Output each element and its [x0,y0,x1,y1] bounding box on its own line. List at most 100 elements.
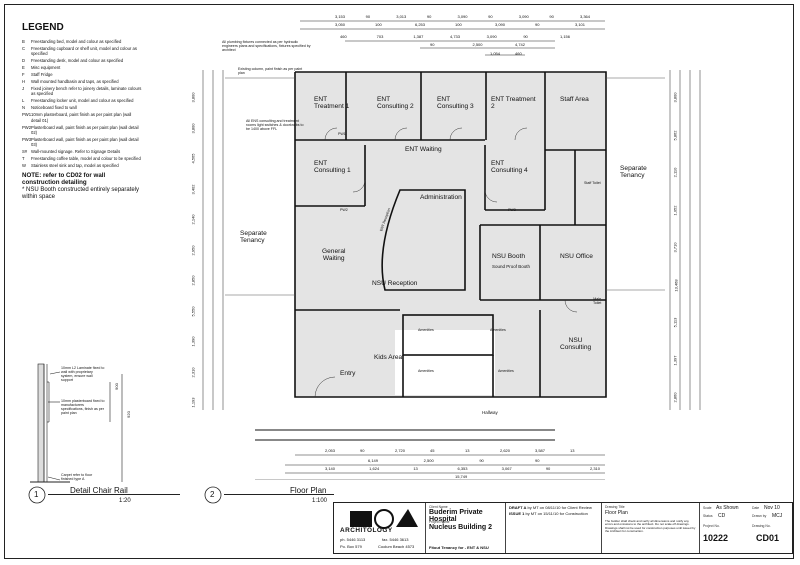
dimension-label: 4,733 [450,34,461,39]
wall-tag-pw2: PW2 [340,208,348,212]
legend-note: NOTE: refer to CD02 for wall constructio… [22,171,106,186]
legend-code: L [22,98,25,104]
title-block: ARCHITOLOGY ph. 5446 3113 fax. 5446 3613… [333,502,793,554]
detail-1-number: 1 [34,490,39,499]
plan-2-number: 2 [210,490,215,499]
legend-code: W [22,163,26,169]
legend-text: Stainless steel sink and tap, model as s… [31,163,119,169]
architology-logo [350,509,418,529]
room-administration: Administration [420,194,462,201]
legend-code: PW3 [22,137,32,143]
dimension-label: 2,053 [325,448,336,453]
chair-rail-dim-1: 900 [113,383,119,390]
legend-code: J [22,86,25,92]
plan-2-underline [224,494,334,495]
legend-code: PW1 [22,112,32,118]
legend-text: Misc equipment [31,64,61,70]
legend-text: Fixed joinery bench refer to joinery det… [31,86,142,97]
chair-rail-detail-drawing [30,363,123,483]
dimension-label: 3,402 [190,183,196,195]
tb-draft: DRAFT A [509,505,527,510]
tb-issue: ISSUE 1 [509,511,525,516]
legend-code: D [22,57,26,63]
legend-text: Noticeboard fixed to wall [31,105,77,111]
legend-text: Plasterboard wall, paint finish as per p… [31,137,139,148]
tb-fitout: Fitout Tenancy for - ENT & NSU [429,545,489,550]
dimension-label: 90 [479,458,484,463]
tb-drawing-no: CD01 [756,533,780,543]
dimension-label: 2,140 [190,214,196,225]
legend-code: E [22,64,25,70]
legend-text: Staff Fridge [31,71,53,77]
chair-rail-note-3: Carpet refer to floor finished type A [61,473,93,481]
tb-project: Nucleus Building 2 [429,524,493,531]
plan-2-marker [204,486,222,504]
dimension-label: 6,353 [457,466,468,471]
tb-address: Coolum Beach 4573 [378,544,415,549]
tb-drawing-title-label: Drawing Title [605,505,625,509]
legend-code: F [22,71,25,77]
dimension-label: 1,156 [560,34,571,39]
room-nsu-consulting: NSU Consulting [560,337,592,352]
dimension-label: 2,720 [395,448,406,453]
legend-code: S# [22,149,28,155]
dimension-label: 2,620 [500,448,511,453]
chair-rail-note-2: 10mm plasterboard fixed to manufacturers… [61,399,105,415]
legend-text: 10mm plasterboard, paint finish as per p… [31,112,132,123]
dimension-label: 1,397 [672,354,678,366]
tb-draft-text: by MT on 08/11/10 for Client Review [527,505,592,510]
dimension-label: 3,140 [325,466,336,471]
dimension-label: 13,468 [673,278,679,292]
tb-revisions-cell: DRAFT A by MT on 08/11/10 for Client Rev… [506,503,602,553]
legend-text: Wall-mounted signage. Refer to Signage D… [31,149,121,155]
dimension-label: 460 [515,51,522,56]
wall-tag-pw1: PW1 [338,132,346,136]
dimension-label: 3,067 [501,466,512,471]
annotation-existing-column: Existing column, paint finish as per pai… [238,67,303,75]
dimension-label: 3,013 [396,14,407,19]
dimension-label: 100 [455,22,462,27]
room-nsu-reception: NSU Reception [372,280,418,287]
tb-meta-cell: Scale As Shown Date Nov 10 Status CD Dra… [700,503,794,553]
tb-disclaimer: The builder shall check and verify all d… [605,519,696,534]
room-hallway: Hallway [482,410,498,415]
dimension-label: 2,110 [672,167,678,178]
dimension-label: 3,710 [672,242,678,253]
dimension-label: 90 [365,14,371,19]
room-ent-treatment-2: ENT Treatment 2 [491,96,536,111]
dimension-label: 1,052 [672,204,678,216]
dimension-label: 5,113 [672,317,678,328]
dimension-label: 2,500 [423,458,434,463]
dimension-label: 460 [340,34,347,39]
dimension-label: 3,800 [190,92,196,103]
tb-scale: As Shown [716,505,739,511]
dimension-label: 13 [570,448,575,453]
legend-text: Freestanding cupboard or shelf unit, mod… [31,45,137,56]
room-ent-consulting-2: ENT Consulting 2 [377,96,414,111]
dimension-label: 2,500 [472,42,483,47]
tb-date-label: Date [752,506,760,510]
chair-rail-dim-2: 920 [125,411,131,418]
detail-1-scale: 1:20 [119,498,131,504]
sheet-border [4,4,794,559]
dimension-total: 15,749 [455,474,468,479]
dimension-label: 90 [430,42,435,47]
tb-scale-label: Scale [703,506,712,510]
dimension-label: 2,310 [190,366,196,378]
dimension-label: 3,153 [335,14,346,19]
tb-phone: ph. 5446 3113 [340,537,366,542]
legend-text: Freestanding locker unit, model and colo… [31,98,134,104]
dimension-label: 3,800 [672,92,678,103]
dimension-label: 2,850 [190,275,196,286]
plan-2-title: Floor Plan [290,486,327,495]
tb-client: Buderim Private Hospital [429,509,483,523]
dimension-label: 3,364 [580,14,591,19]
room-separate-tenancy-right: Separate Tenancy [620,165,647,180]
dimension-label: 2,950 [190,244,196,256]
dimension-label: 3,101 [575,22,586,27]
legend-text: Plasterboard wall, paint finish as per p… [31,124,139,135]
dimension-label: 1,193 [190,397,196,408]
